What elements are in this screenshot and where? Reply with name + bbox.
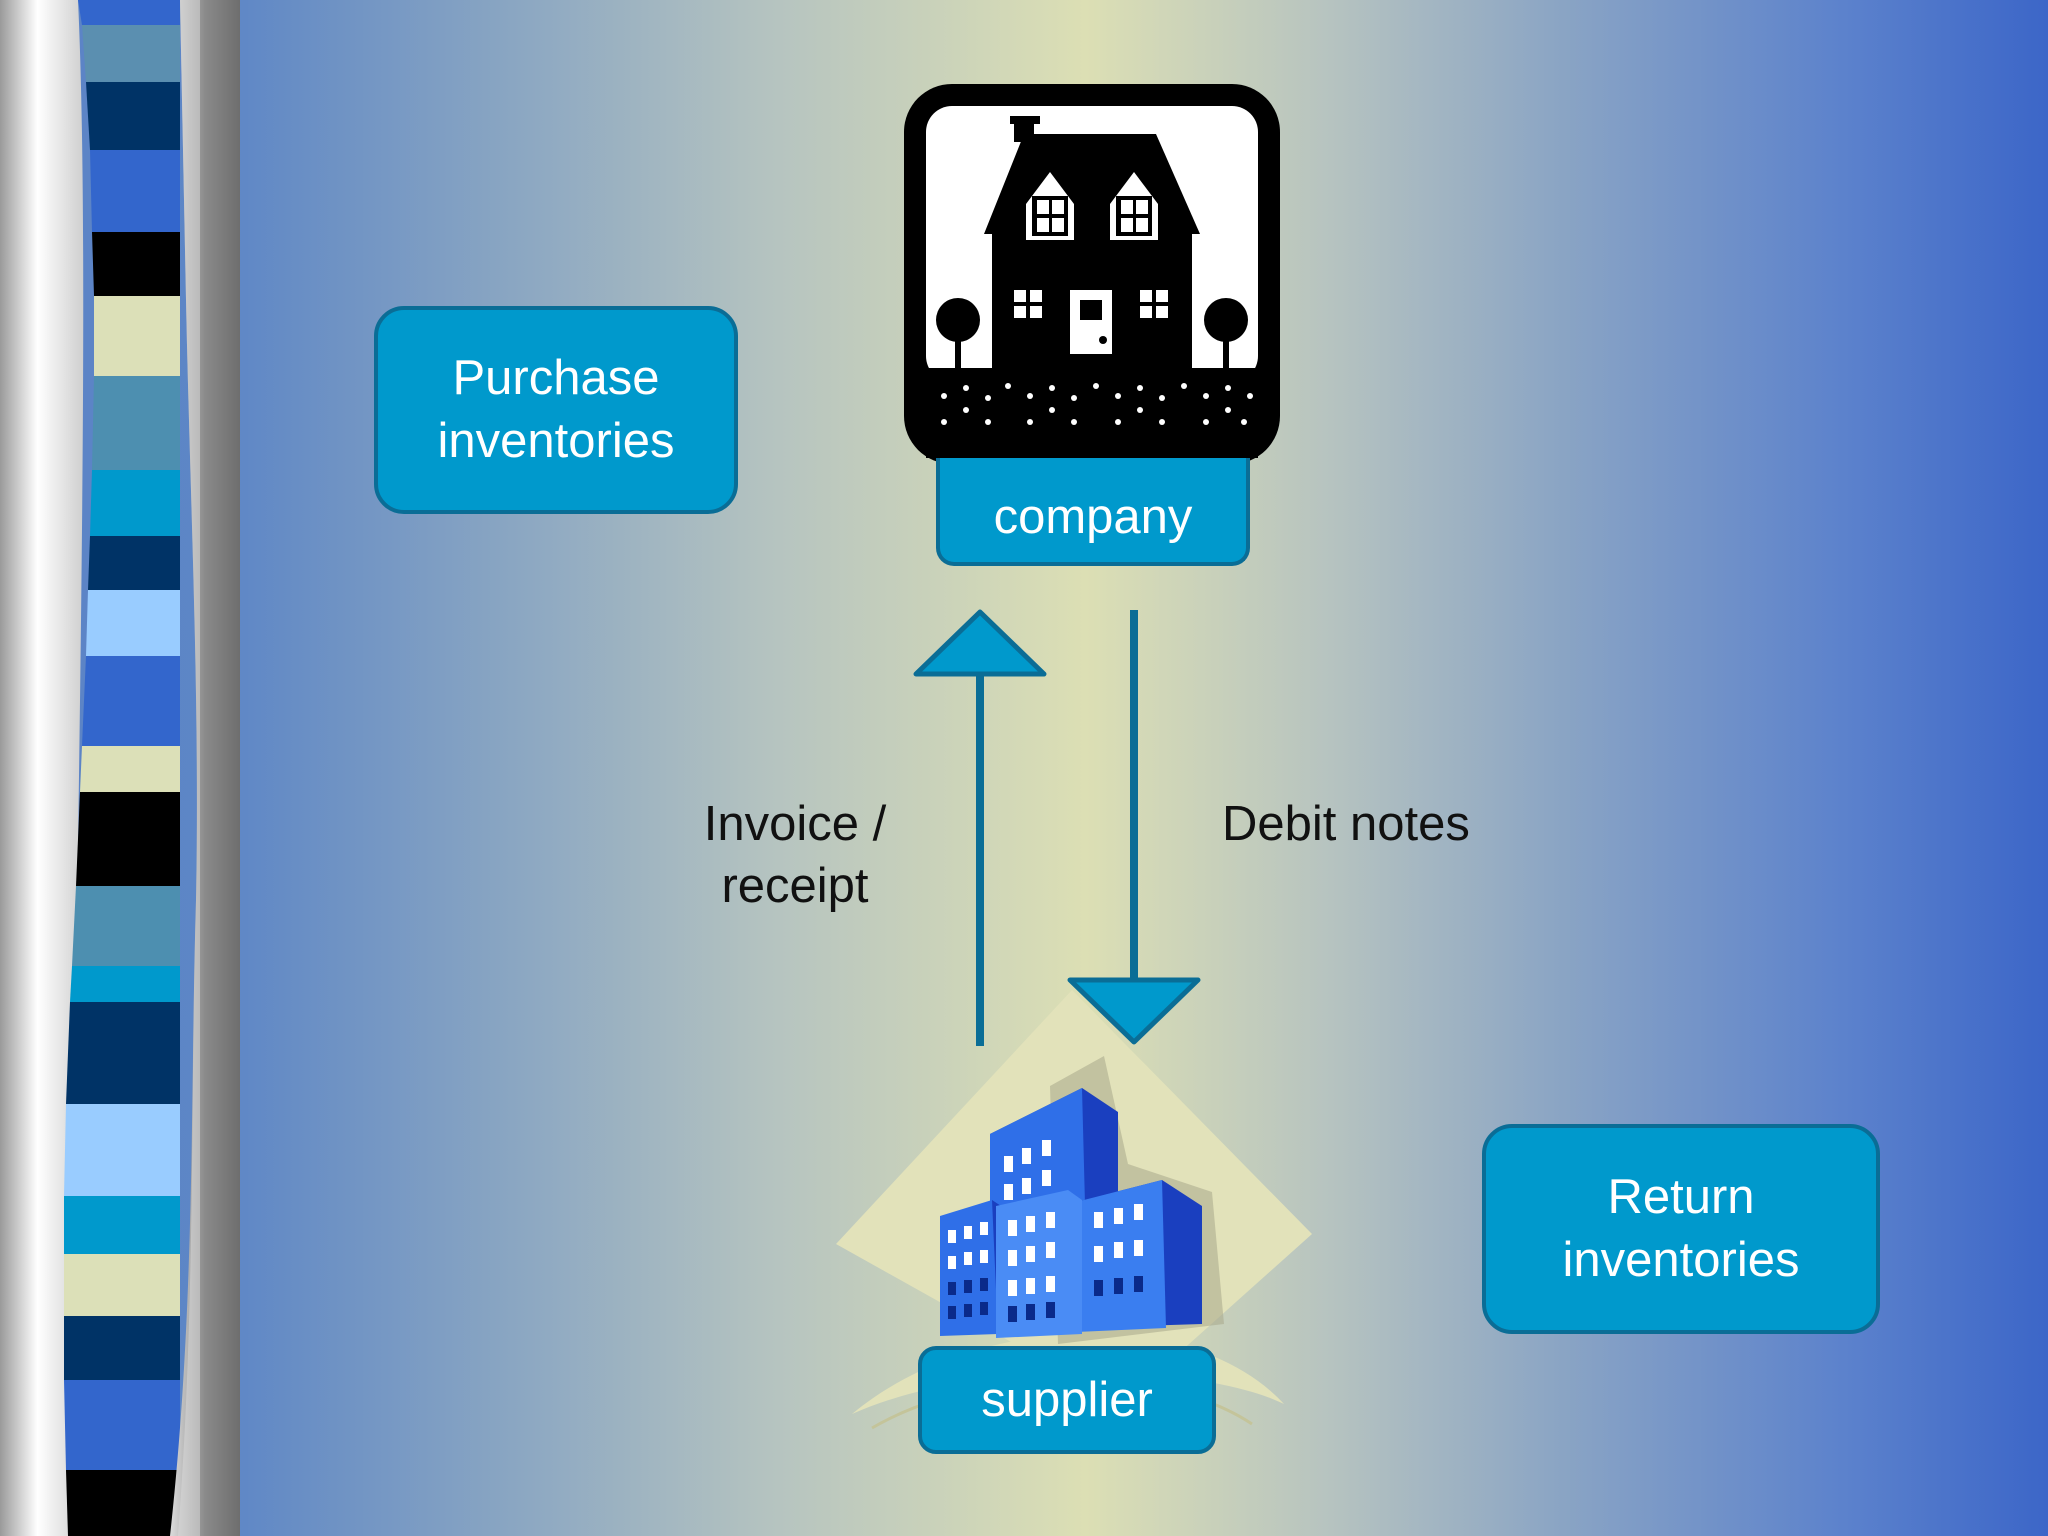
purchase-inventories-box: Purchase inventories [374, 306, 738, 514]
invoice-arrow-up [913, 609, 1047, 1046]
house-icon [904, 84, 1280, 464]
office-buildings-icon [836, 990, 1312, 1430]
return-inventories-line1: Return [1607, 1170, 1755, 1225]
company-label: company [936, 458, 1250, 566]
invoice-receipt-line2: receipt [721, 858, 869, 913]
return-inventories-box: Return inventories [1482, 1124, 1880, 1334]
purchase-inventories-line1: Purchase [452, 351, 660, 406]
company-label-text: company [993, 489, 1193, 544]
debit-notes-arrow-down [1067, 610, 1201, 1045]
invoice-receipt-line1: Invoice / [703, 797, 887, 851]
invoice-receipt-label: Invoice / receipt [660, 794, 930, 917]
decorative-stripe-bar [0, 0, 240, 1536]
supplier-label: supplier [918, 1346, 1216, 1454]
supplier-label-text: supplier [981, 1372, 1153, 1427]
purchase-inventories-line2: inventories [437, 414, 675, 468]
debit-notes-label: Debit notes [1222, 797, 1470, 851]
return-inventories-line2: inventories [1562, 1233, 1800, 1287]
